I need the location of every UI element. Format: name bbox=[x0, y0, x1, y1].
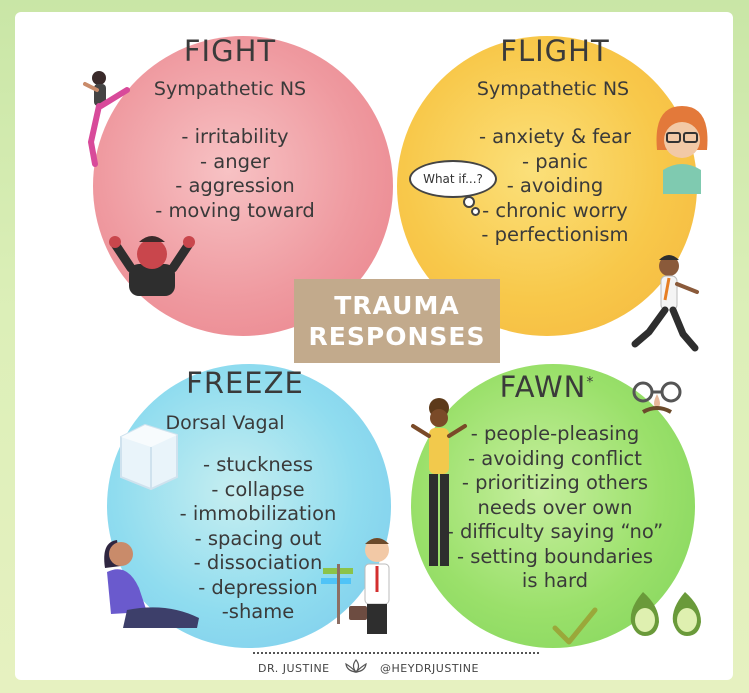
glasses-nose-disguise-illustration bbox=[632, 381, 682, 414]
list-item: - spacing out bbox=[194, 526, 322, 550]
sitting-woman-illustration bbox=[104, 540, 199, 628]
worried-woman-illustration bbox=[656, 106, 708, 194]
angry-man-illustration bbox=[109, 236, 195, 296]
flight-title: FLIGHT bbox=[500, 34, 610, 68]
list-item: - people-pleasing bbox=[470, 422, 640, 445]
thought-bubble-dot bbox=[463, 196, 475, 208]
list-item: - setting boundaries bbox=[457, 544, 653, 568]
fawn-list: - people-pleasing - avoiding conflict - … bbox=[435, 422, 675, 594]
list-item: - prioritizing others bbox=[461, 471, 649, 494]
list-item: - dissociation bbox=[193, 551, 323, 574]
list-item: - immobilization bbox=[179, 502, 337, 525]
freeze-circle bbox=[107, 364, 391, 648]
ice-cube-illustration bbox=[120, 423, 178, 491]
thought-bubble-dot bbox=[471, 207, 480, 216]
list-item: - aggression bbox=[175, 174, 295, 197]
fawn-title-text: FAWN bbox=[499, 370, 587, 404]
freeze-subtitle: Dorsal Vagal bbox=[165, 412, 285, 434]
fight-list: - irritability - anger - aggression - mo… bbox=[135, 125, 335, 223]
avocado-couple-illustration bbox=[630, 592, 701, 636]
center-line-1: TRAUMA bbox=[334, 291, 460, 320]
list-item: - panic bbox=[521, 149, 589, 173]
list-item: - chronic worry bbox=[482, 198, 628, 222]
flight-list: - anxiety & fear - panic - avoiding - ch… bbox=[455, 125, 655, 248]
footer-divider bbox=[253, 652, 539, 656]
list-item: - perfectionism bbox=[481, 223, 629, 246]
freeze-list: - stuckness - collapse - immobilization … bbox=[173, 453, 343, 625]
fawn-title-asterisk: * bbox=[586, 374, 595, 391]
list-item: - stuckness bbox=[202, 453, 314, 476]
list-item: - moving toward bbox=[155, 198, 315, 222]
trauma-responses-label: TRAUMA RESPONSES bbox=[294, 279, 500, 363]
list-item: - anger bbox=[200, 149, 270, 173]
list-item: - avoiding conflict bbox=[468, 446, 642, 470]
confused-businessman-illustration bbox=[321, 538, 390, 634]
fawn-title: FAWN* bbox=[487, 370, 607, 404]
freeze-title: FREEZE bbox=[186, 366, 304, 400]
list-item: - collapse bbox=[211, 477, 305, 501]
lotus-icon bbox=[345, 659, 367, 673]
kicking-woman-illustration bbox=[83, 71, 130, 167]
fight-title: FIGHT bbox=[183, 34, 277, 68]
footer-author: DR. JUSTINE bbox=[258, 662, 330, 675]
list-item: is hard bbox=[521, 569, 589, 592]
list-item: needs over own bbox=[477, 495, 633, 519]
thought-bubble: What if...? bbox=[409, 160, 497, 198]
list-item: - depression bbox=[198, 575, 318, 599]
footer-handle: @HEYDRJUSTINE bbox=[380, 662, 479, 675]
shrugging-woman-illustration bbox=[411, 398, 467, 566]
running-man-illustration bbox=[631, 255, 699, 352]
list-item: - anxiety & fear bbox=[478, 125, 632, 148]
list-item: -shame bbox=[221, 600, 295, 623]
fight-subtitle: Sympathetic NS bbox=[153, 78, 307, 100]
checkmark-icon bbox=[552, 607, 598, 645]
list-item: - avoiding bbox=[506, 174, 604, 197]
center-line-2: RESPONSES bbox=[308, 322, 486, 351]
infographic-card: FIGHT Sympathetic NS - irritability - an… bbox=[15, 12, 733, 680]
list-item: - irritability bbox=[181, 125, 289, 148]
list-item: - difficulty saying “no” bbox=[446, 520, 664, 543]
flight-subtitle: Sympathetic NS bbox=[476, 78, 630, 100]
